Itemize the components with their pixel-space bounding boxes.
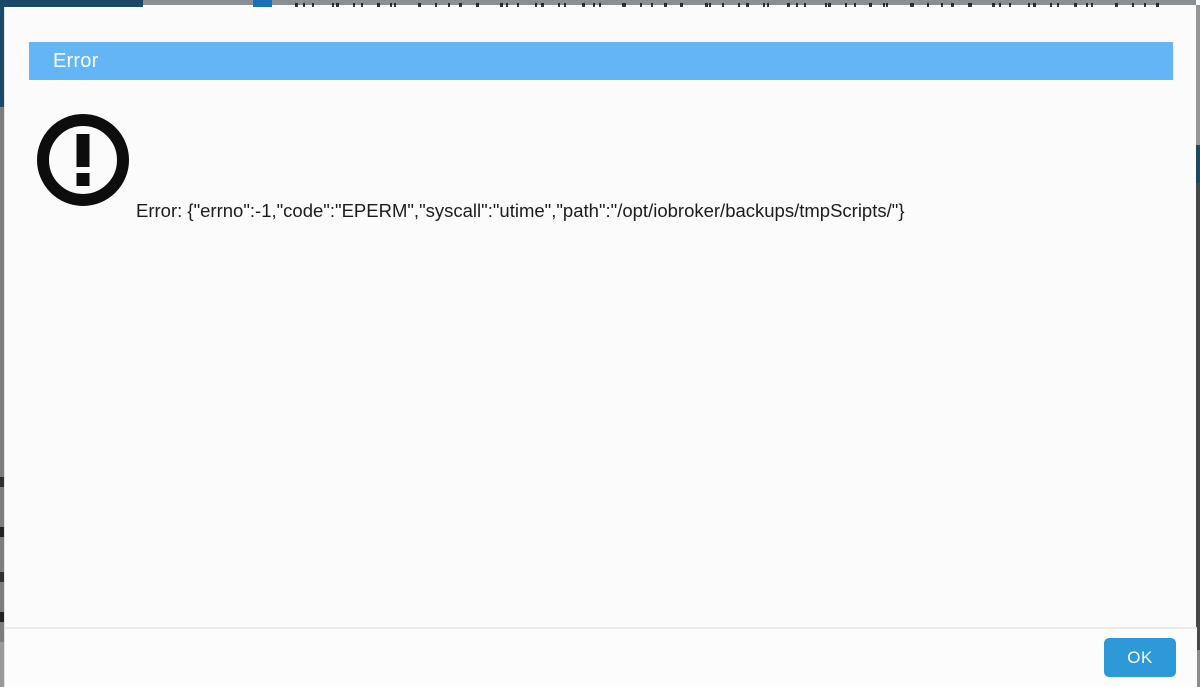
- exclamation-bar: [76, 134, 90, 167]
- alert-circle-exclamation-icon: [37, 114, 129, 206]
- exclamation-dot: [76, 173, 90, 186]
- background-tab-fragment: [253, 0, 272, 7]
- clipped-background-text: [295, 3, 1160, 8]
- background-toolbar-edge: [143, 0, 1196, 5]
- background-header-edge: [0, 0, 143, 7]
- background-left-edge: [0, 7, 4, 687]
- dialog-footer: OK: [5, 629, 1197, 687]
- dialog-header: Error: [29, 42, 1173, 80]
- error-message: Error: {"errno":-1,"code":"EPERM","sysca…: [136, 200, 905, 221]
- background-right-edge: [1196, 5, 1200, 687]
- dialog-title: Error: [53, 49, 99, 72]
- footer-divider: [5, 627, 1197, 629]
- ok-button[interactable]: OK: [1104, 638, 1176, 677]
- error-dialog: Error Error: {"errno":-1,"code":"EPERM",…: [4, 7, 1197, 687]
